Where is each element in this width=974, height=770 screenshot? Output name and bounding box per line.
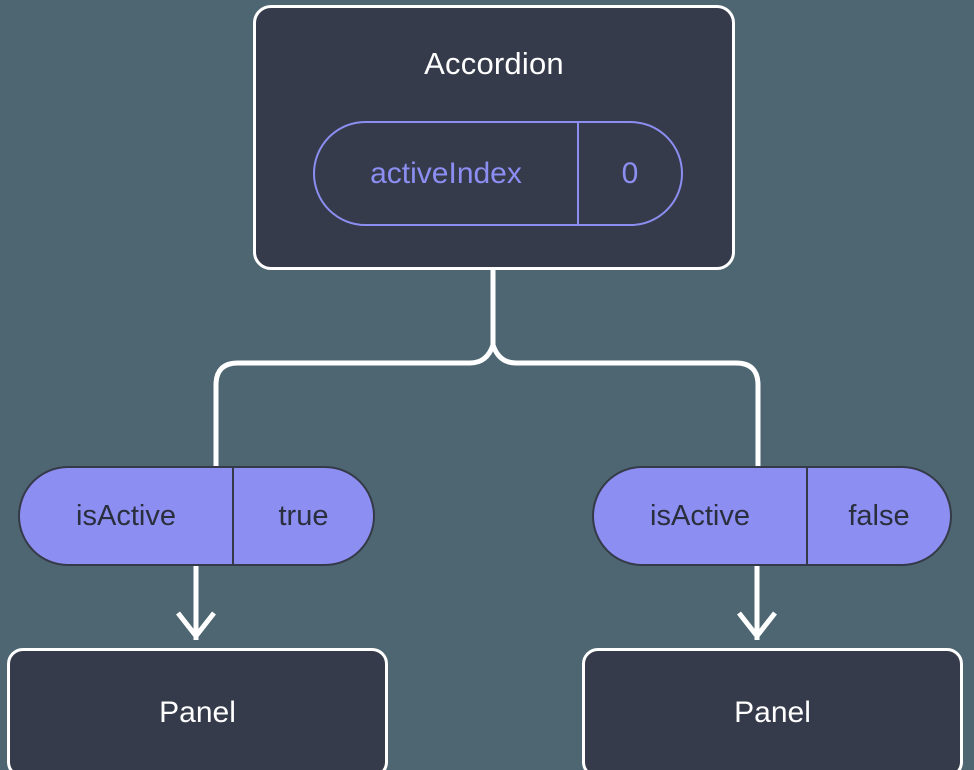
prop-pill-isactive-true[interactable]: isActive true (18, 466, 375, 566)
wire-fork (213, 342, 761, 466)
prop-pill-value: false (848, 499, 910, 532)
arrowhead-left-icon (176, 611, 216, 641)
prop-pill-key: isActive (594, 468, 808, 564)
prop-pill-value: true (278, 499, 329, 532)
node-panel-left[interactable]: Panel (7, 648, 388, 770)
prop-pill-isactive-false[interactable]: isActive false (592, 466, 952, 566)
state-pill-key: activeIndex (315, 123, 579, 224)
node-panel-right[interactable]: Panel (582, 648, 963, 770)
node-panel-left-title: Panel (159, 696, 236, 729)
node-accordion-title: Accordion (424, 46, 564, 81)
node-panel-right-title: Panel (734, 696, 811, 729)
arrowhead-right-icon (737, 611, 777, 641)
prop-pill-key: isActive (20, 468, 234, 564)
state-pill-activeindex[interactable]: activeIndex 0 (313, 121, 683, 226)
state-pill-value: 0 (621, 156, 639, 190)
node-accordion[interactable]: Accordion activeIndex 0 (253, 5, 735, 270)
